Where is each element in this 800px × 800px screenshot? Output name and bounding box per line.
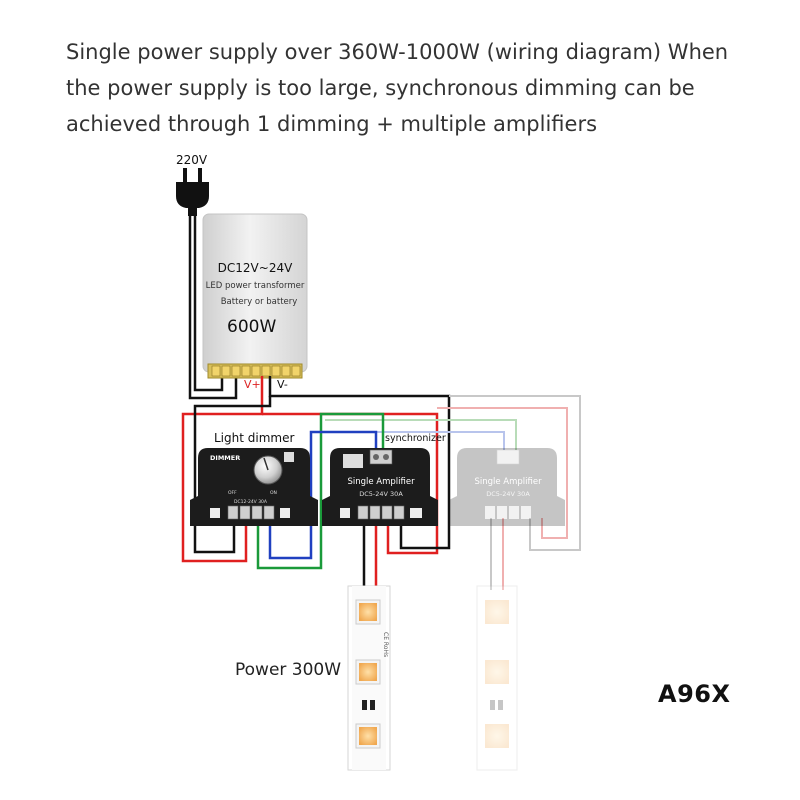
dimmer-off-label: OFF	[228, 490, 237, 496]
transformer-v-minus: V-	[277, 378, 288, 391]
transformer-power-rating: 600W	[227, 317, 276, 337]
signal-wire-blue	[268, 430, 378, 560]
mains-voltage-label: 220V	[176, 153, 208, 167]
positive-wire	[181, 376, 264, 563]
diagram-caption: Single power supply over 360W-1000W (wir…	[66, 34, 766, 142]
caption-line-1: Single power supply over 360W-1000W (wir…	[66, 40, 729, 64]
caption-line-2: the power supply is too large, synchrono…	[66, 76, 695, 100]
transformer-v-plus: V+	[244, 378, 261, 391]
led-chip-icon	[355, 599, 381, 625]
caption-line-3: achieved through 1 dimming + multiple am…	[66, 112, 598, 136]
strip-power-label: Power 300W	[235, 660, 341, 680]
transformer-subtitle: Battery or battery	[221, 297, 298, 307]
transformer-description: LED power transformer	[206, 281, 305, 291]
brand-watermark: A96X	[658, 680, 731, 708]
negative-wire	[268, 376, 451, 550]
dimmer-brand: DIMMER	[210, 454, 240, 462]
signal-wire-green	[256, 412, 385, 570]
synchronizer-label: synchronizer	[385, 433, 446, 444]
light-dimmer-module: DIMMER OFF ON DC12-24V 30A	[190, 448, 318, 526]
amplifier-name: Single Amplifier	[347, 477, 415, 487]
wiring	[181, 376, 581, 590]
warning-icon	[284, 452, 294, 462]
ghost-amplifier-name: Single Amplifier	[474, 477, 542, 487]
dimmer-label: Light dimmer	[214, 431, 294, 445]
power-transformer: DC12V~24V LED power transformer Battery …	[202, 213, 308, 391]
ghost-amplifier-module: Single Amplifier DC5-24V 30A	[449, 448, 565, 526]
amplifier-spec: DC5-24V 30A	[359, 490, 403, 498]
single-amplifier-module: Single Amplifier DC5-24V 30A	[322, 448, 438, 526]
transformer-voltage: DC12V~24V	[218, 261, 293, 275]
led-chip-icon	[355, 659, 381, 685]
led-chip-icon	[355, 723, 381, 749]
led-strip: CE RoHs	[347, 585, 391, 771]
dimmer-on-label: ON	[270, 490, 277, 496]
power-plug-icon	[176, 168, 209, 216]
mains-cable	[188, 215, 238, 400]
ghost-amplifier-spec: DC5-24V 30A	[486, 490, 530, 498]
strip-certification: CE RoHs	[382, 632, 389, 657]
dimmer-spec: DC12-24V 30A	[234, 499, 268, 505]
ghost-led-strip	[476, 585, 518, 771]
